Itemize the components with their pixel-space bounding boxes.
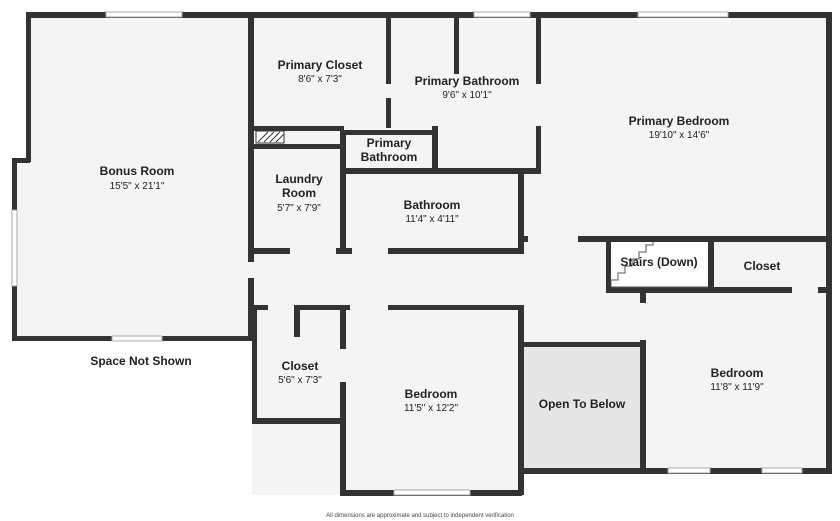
room-dim-bedroom-right: 11'8" x 11'9" <box>710 382 764 393</box>
room-dim-laundry: 5'7" x 7'9" <box>277 203 321 214</box>
window <box>637 11 729 18</box>
window <box>393 489 471 496</box>
room-name-laundry-line2: Room <box>282 186 316 200</box>
room-name-closet: Closet <box>282 359 319 373</box>
window <box>105 11 183 18</box>
room-name-primary-closet: Primary Closet <box>278 58 363 72</box>
room-labels: Bonus Room 15'5" x 21'1" Primary Closet … <box>90 58 780 519</box>
room-name-bonus-room: Bonus Room <box>100 164 175 178</box>
disclaimer-footer: All dimensions are approximate and subje… <box>326 513 514 519</box>
room-name-bedroom-right: Bedroom <box>711 366 764 380</box>
room-dim-closet: 5'6" x 7'3" <box>278 375 322 386</box>
space-not-shown-note: Space Not Shown <box>90 354 191 368</box>
windows <box>11 11 803 496</box>
window <box>761 467 803 474</box>
laundry-hatch <box>255 130 285 144</box>
open-to-below-area <box>522 345 642 470</box>
room-name-open-to-below: Open To Below <box>539 397 626 411</box>
room-name-primary-bedroom: Primary Bedroom <box>629 114 730 128</box>
stair-treads <box>610 242 708 288</box>
room-dim-primary-bedroom: 19'10" x 14'6" <box>649 130 710 141</box>
room-dim-bathroom: 11'4" x 4'11" <box>405 214 459 225</box>
room-name-stairs: Stairs (Down) <box>620 255 697 269</box>
window <box>667 467 711 474</box>
room-name-primary-bathroom-small-line1: Primary <box>367 136 412 150</box>
window <box>473 11 531 18</box>
window <box>11 209 18 287</box>
room-name-bedroom-center: Bedroom <box>405 387 458 401</box>
room-dim-bonus-room: 15'5" x 21'1" <box>110 181 165 192</box>
room-dim-primary-closet: 8'6" x 7'3" <box>298 74 342 85</box>
room-name-primary-bathroom-small-line2: Bathroom <box>361 150 418 164</box>
room-dim-bedroom-center: 11'5" x 12'2" <box>404 403 459 414</box>
room-name-hall-closet: Closet <box>744 259 781 273</box>
room-name-laundry-line1: Laundry <box>275 172 323 186</box>
window <box>111 335 163 342</box>
room-name-bathroom: Bathroom <box>404 198 461 212</box>
room-name-primary-bathroom: Primary Bathroom <box>415 74 520 88</box>
floor-fills <box>16 16 832 495</box>
room-dim-primary-bathroom: 9'6" x 10'1" <box>442 90 492 101</box>
